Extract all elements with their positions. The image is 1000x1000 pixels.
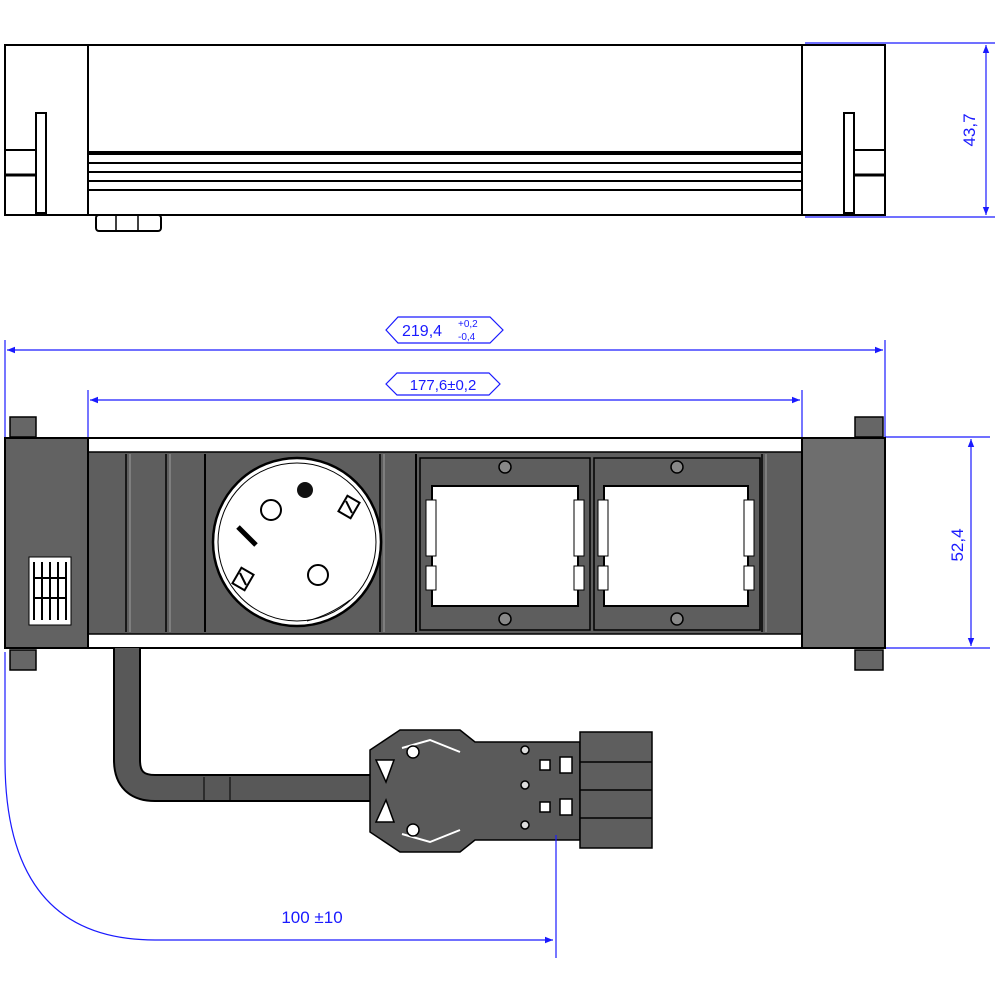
overall-width-label: 219,4	[402, 323, 442, 340]
top-view	[4, 44, 886, 232]
cable-length-label: 100 ±10	[281, 908, 342, 927]
brand-logo-icon	[28, 556, 72, 626]
overall-width-tol-plus: +0,2	[458, 319, 478, 330]
front-height-label: 52,4	[948, 528, 967, 561]
empty-data-module	[593, 457, 761, 631]
earthed-socket	[211, 456, 383, 628]
inner-width-label: 177,6±0,2	[410, 377, 477, 394]
top-height-label: 43,7	[960, 113, 979, 146]
overall-width-tol-minus: -0,4	[458, 332, 476, 343]
empty-data-module	[419, 457, 591, 631]
plug-connector	[369, 729, 653, 853]
cable	[113, 648, 372, 802]
inner-width-dimension	[87, 372, 803, 440]
front-height-dimension	[885, 436, 990, 649]
overall-width-dimension	[4, 316, 886, 440]
top-height-dimension	[805, 42, 995, 218]
cable-length-dimension	[4, 652, 557, 958]
